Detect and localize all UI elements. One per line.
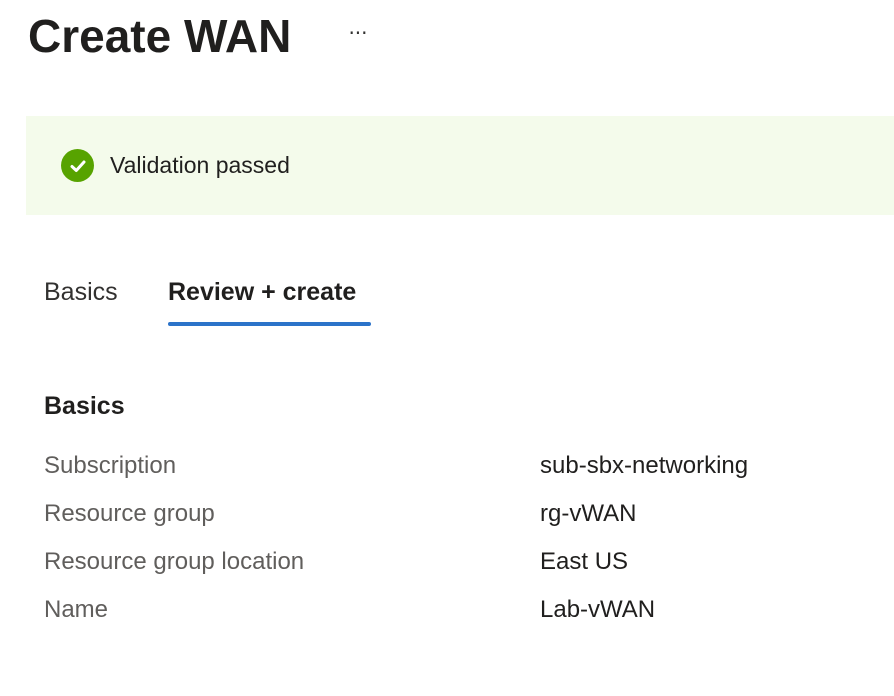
check-circle-icon bbox=[61, 149, 94, 182]
row-label: Subscription bbox=[44, 452, 177, 479]
summary-row-subscription: Subscription sub-sbx-networking bbox=[44, 452, 884, 492]
summary-row-resource-group-location: Resource group location East US bbox=[44, 548, 884, 588]
page-title: Create WAN bbox=[28, 10, 292, 62]
tab-basics[interactable]: Basics bbox=[44, 278, 118, 306]
row-value: rg-vWAN bbox=[540, 500, 637, 527]
row-label: Resource group bbox=[44, 500, 215, 527]
more-options-button[interactable]: ··· bbox=[343, 18, 373, 48]
summary-row-resource-group: Resource group rg-vWAN bbox=[44, 500, 884, 540]
row-label: Name bbox=[44, 596, 109, 623]
validation-banner: Validation passed bbox=[26, 116, 894, 215]
tab-review-create[interactable]: Review + create bbox=[168, 278, 357, 306]
summary-row-name: Name Lab-vWAN bbox=[44, 596, 884, 636]
row-value: East US bbox=[540, 548, 629, 575]
validation-message: Validation passed bbox=[110, 152, 290, 178]
row-value: Lab-vWAN bbox=[540, 596, 656, 623]
section-heading-basics: Basics bbox=[44, 392, 125, 420]
row-value: sub-sbx-networking bbox=[540, 452, 749, 479]
row-label: Resource group location bbox=[44, 548, 305, 575]
active-tab-indicator bbox=[168, 322, 371, 326]
